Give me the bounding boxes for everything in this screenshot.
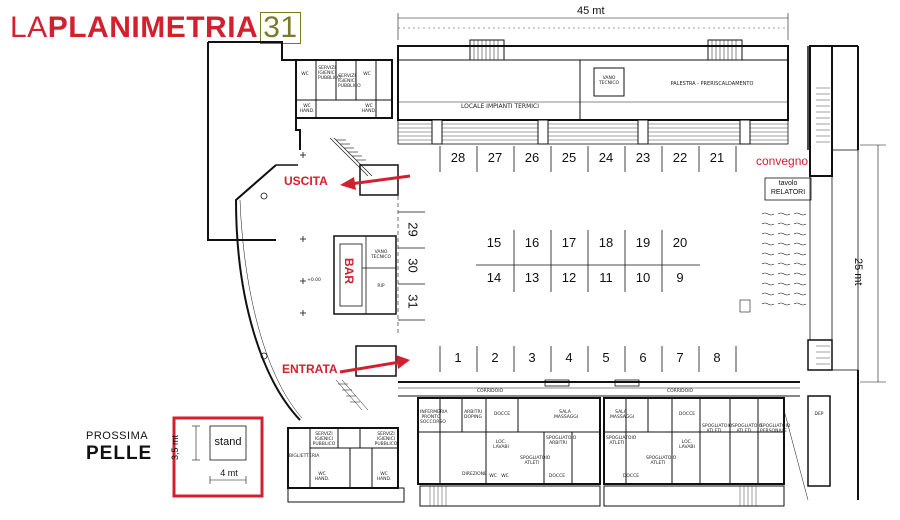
room-sala-massaggi-2: SALA MASSAGGI xyxy=(610,410,635,420)
dep-label: DEP xyxy=(814,412,824,417)
room-spogliatoio-atleti-4: SPOGLIATOIO ATLETI xyxy=(702,424,733,434)
stand-22[interactable]: 22 xyxy=(672,150,688,165)
room-wc-top-1: SERVIZI IGIENICI PUBBLICO xyxy=(318,66,341,81)
room-spogliatoio-arbitri: SPOGLIATOIO ARBITRI xyxy=(546,436,577,446)
room-sala-massaggi-1: SALA MASSAGGI xyxy=(554,410,579,420)
room-wc-c2: WC xyxy=(501,474,509,479)
stand-26[interactable]: 26 xyxy=(524,150,540,165)
stand-30[interactable]: 30 xyxy=(405,258,421,273)
depth-dimension: 25 mt xyxy=(852,258,864,286)
room-loc-lavabi-1: LOC. LAVABI xyxy=(493,440,509,450)
stand-25[interactable]: 25 xyxy=(561,150,577,165)
room-wc-hand-b2: WC HAND. xyxy=(376,472,392,482)
stand-15[interactable]: 15 xyxy=(486,235,502,250)
bar-vano-label: VANO TECNICO xyxy=(370,250,392,260)
stand-27[interactable]: 27 xyxy=(487,150,503,165)
stand-2[interactable]: 2 xyxy=(491,350,499,365)
stand-6[interactable]: 6 xyxy=(639,350,647,365)
room-spogliatoio-atleti-1: SPOGLIATOIO ATLETI xyxy=(520,456,551,466)
legend-stand-label: stand xyxy=(214,436,242,448)
room-wc-hand-1: WC HAND. xyxy=(299,104,315,114)
title-main: PLANIMETRIA xyxy=(47,11,259,44)
room-vano-tecnico: VANO TECNICO xyxy=(598,76,620,86)
stand-21[interactable]: 21 xyxy=(709,150,725,165)
stand-11[interactable]: 11 xyxy=(599,270,613,285)
room-docce-2: DOCCE xyxy=(548,474,566,479)
stand-16[interactable]: 16 xyxy=(524,235,540,250)
room-infermeria: INFERMERIA PRONTO SOCCORSO xyxy=(420,410,448,425)
uscita-label: USCITA xyxy=(284,174,328,188)
bar-rip-label: RIP xyxy=(377,284,385,289)
stand-14[interactable]: 14 xyxy=(486,270,502,285)
sponsor-bottom: PELLE xyxy=(86,443,153,464)
room-servizi-2: SERVIZI IGIENICI PUBBLICO xyxy=(374,432,398,447)
stand-12[interactable]: 12 xyxy=(561,270,577,285)
tavolo-label: tavolo xyxy=(778,180,798,187)
room-wc-top-2: SERVIZI IGIENICI PUBBLICO xyxy=(338,74,361,89)
stand-8[interactable]: 8 xyxy=(713,350,721,365)
bar-label: BAR xyxy=(342,258,356,284)
stand-3[interactable]: 3 xyxy=(528,350,536,365)
legend-width: 4 mt xyxy=(220,468,238,478)
room-palestra: PALESTRA - PRERISCALDAMENTO xyxy=(670,81,754,87)
stand-4[interactable]: 4 xyxy=(565,350,573,365)
corridoio-right: CORRIDOIO xyxy=(666,389,694,394)
width-dimension: 45 mt xyxy=(577,5,605,17)
room-docce-4: DOCCE xyxy=(622,474,640,479)
room-locale-termici: LOCALE IMPIANTI TERMICI xyxy=(461,103,539,110)
stand-28[interactable]: 28 xyxy=(450,150,466,165)
room-spogliatoio-atleti-3: SPOGLIATOIO ATLETI xyxy=(646,456,677,466)
legend-height: 3,5 mt xyxy=(170,434,180,460)
convegno-label: convegno xyxy=(756,154,809,168)
stand-1[interactable]: 1 xyxy=(454,350,462,365)
room-docce-3: DOCCE xyxy=(678,412,696,417)
corridoio-left: CORRIDOIO xyxy=(476,389,504,394)
stand-7[interactable]: 7 xyxy=(676,350,684,365)
stand-5[interactable]: 5 xyxy=(602,350,610,365)
stand-20[interactable]: 20 xyxy=(672,235,688,250)
room-biglietteria: BIGLIETTERIA xyxy=(289,454,320,459)
stand-10[interactable]: 10 xyxy=(635,270,651,285)
stand-19[interactable]: 19 xyxy=(635,235,651,250)
stand-13[interactable]: 13 xyxy=(524,270,540,285)
stand-17[interactable]: 17 xyxy=(561,235,577,250)
title-number: 31 xyxy=(260,12,301,44)
relatori-label: RELATORI xyxy=(770,189,806,196)
stand-18[interactable]: 18 xyxy=(598,235,614,250)
room-arbitri-doping: ARBITRI DOPING xyxy=(464,410,482,420)
room-wc-1: WC xyxy=(301,72,309,77)
room-spogliatoio-personale: SPOGLIATOIO PERSONALE xyxy=(760,424,791,434)
room-wc-c1: WC xyxy=(489,474,497,479)
stand-29[interactable]: 29 xyxy=(405,222,421,237)
room-spogliatoio-atleti-5: SPOGLIATOIO ATLETI xyxy=(732,424,763,434)
stand-23[interactable]: 23 xyxy=(635,150,651,165)
quota-label: +0.00 xyxy=(307,278,321,283)
room-direzione: DIREZIONE xyxy=(462,472,487,477)
room-wc-hand-b1: WC HAND. xyxy=(314,472,330,482)
title-prefix: LA xyxy=(10,11,48,44)
entrata-label: ENTRATA xyxy=(282,362,338,376)
room-docce-1: DOCCE xyxy=(493,412,511,417)
stand-31[interactable]: 31 xyxy=(405,294,421,309)
room-servizi-1: SERVIZI IGIENICI PUBBLICO xyxy=(312,432,336,447)
stand-24[interactable]: 24 xyxy=(598,150,614,165)
room-wc-hand-2: WC HAND. xyxy=(361,104,377,114)
sponsor-top: PROSSIMA xyxy=(86,430,149,442)
room-spogliatoio-atleti-2: SPOGLIATOIO ATLETI xyxy=(606,436,637,446)
stand-9[interactable]: 9 xyxy=(676,270,684,285)
room-loc-lavabi-2: LOC. LAVABI xyxy=(679,440,695,450)
room-wc-2: WC xyxy=(363,72,371,77)
